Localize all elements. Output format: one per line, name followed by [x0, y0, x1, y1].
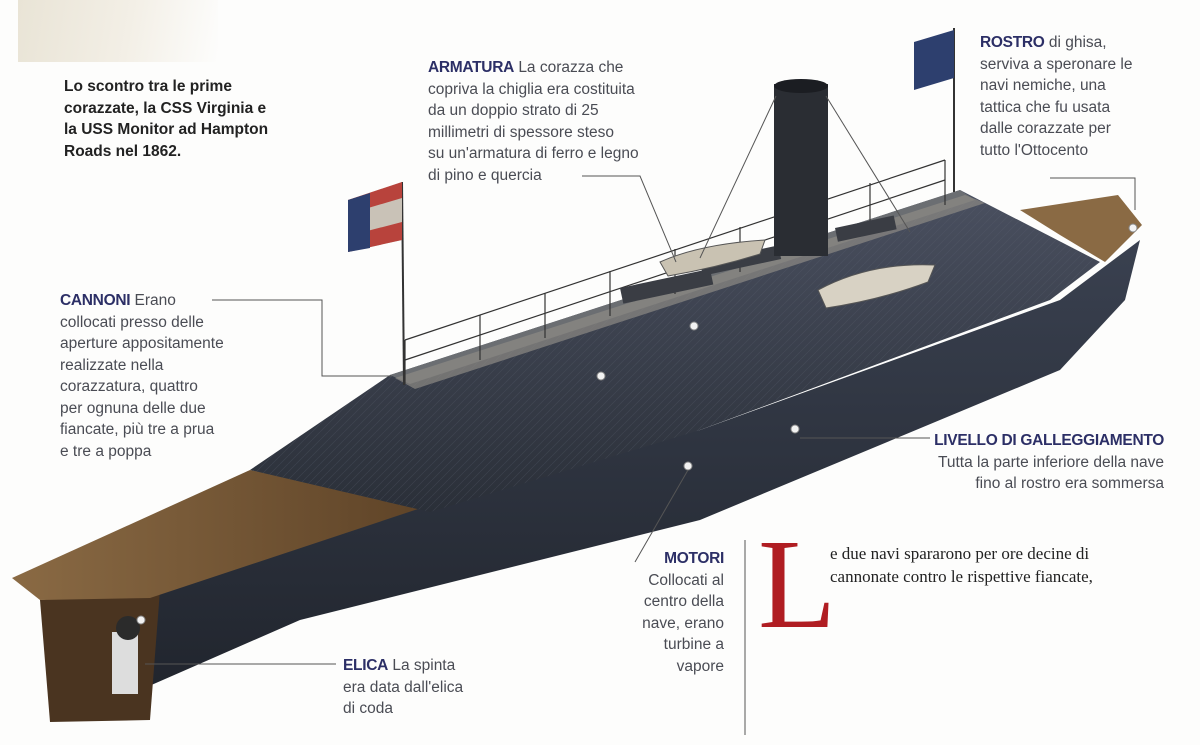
callout-dot	[596, 371, 606, 381]
callout-line: di coda	[343, 700, 393, 717]
callout-line: centro della	[643, 593, 724, 610]
intro-line: corazzate, la CSS Virginia e	[64, 99, 267, 117]
callout-line: fino al rostro era sommersa	[975, 475, 1164, 492]
intro-line: Roads nel 1862.	[64, 142, 182, 160]
callout-line: Tutta la parte inferiore della nave	[937, 453, 1164, 471]
callout-dot	[1128, 223, 1138, 233]
hull-side	[55, 240, 1140, 720]
callout-armatura: ARMATURA La corazza che copriva la chigl…	[428, 57, 728, 186]
callout-line: per ognuna delle due	[60, 399, 206, 417]
callout-line: fiancate, più tre a prua	[60, 421, 215, 438]
stern-deck	[12, 470, 430, 600]
callout-line: aperture appositamente	[60, 335, 224, 352]
callout-heading: ARMATURA	[428, 59, 514, 76]
callout-cannoni: CANNONI Erano collocati presso delle ape…	[60, 290, 290, 462]
callout-line: era data dall'elica	[343, 678, 464, 696]
article-body: e due navi spararono per ore decine di c…	[830, 542, 1170, 588]
callout-line: corazzatura, quattro	[60, 378, 198, 395]
callout-heading: ROSTRO	[980, 34, 1045, 51]
lifeboat	[817, 264, 936, 309]
callout-line: vapore	[676, 657, 724, 675]
corner-photo-fragment	[18, 0, 218, 62]
callout-heading: MOTORI	[664, 550, 724, 567]
callout-line: navi nemiche, una	[980, 77, 1106, 94]
article-line: e due navi spararono per ore decine di	[830, 544, 1090, 563]
callout-line: di ghisa,	[1048, 34, 1107, 51]
callout-dot	[790, 424, 800, 434]
stern-flagpole	[401, 181, 405, 386]
callout-rostro: ROSTRO di ghisa, serviva a speronare le …	[980, 32, 1190, 161]
callout-livello: LIVELLO DI GALLEGGIAMENTO Tutta la parte…	[862, 430, 1164, 495]
callout-dot	[689, 321, 699, 331]
hatch	[835, 215, 897, 242]
callout-line: collocati presso delle	[60, 313, 204, 331]
callout-line: realizzate nella	[60, 356, 164, 374]
stern-wood	[40, 590, 160, 722]
callout-line: turbine a	[663, 636, 724, 653]
leader-lines	[145, 175, 1136, 735]
intro-caption: Lo scontro tra le prime corazzate, la CS…	[64, 76, 294, 162]
smokestack	[774, 84, 828, 256]
callout-heading: CANNONI	[60, 292, 131, 309]
callout-line: La corazza che	[518, 59, 624, 76]
article-line: cannonate contro le rispettive fiancate,	[830, 567, 1093, 586]
callout-line: tattica che fu usata	[980, 98, 1111, 116]
callout-motori: MOTORI Collocati al centro della nave, e…	[606, 548, 724, 677]
callout-line: copriva la chiglia era costituita	[428, 80, 635, 98]
callout-line: Erano	[134, 292, 176, 309]
callout-heading: ELICA	[343, 657, 389, 674]
lifeboat	[659, 239, 766, 277]
hatch	[620, 268, 714, 304]
callout-line: Collocati al	[648, 571, 724, 589]
article-dropcap: L	[758, 513, 837, 655]
callout-line: millimetri di spessore steso	[428, 123, 615, 141]
rigging	[699, 95, 911, 259]
callout-line: da un doppio strato di 25	[428, 102, 599, 119]
callout-line: serviva a speronare le	[980, 55, 1133, 73]
callout-dot	[683, 461, 693, 471]
callout-line: nave, erano	[642, 614, 724, 632]
propeller-slot	[112, 632, 138, 694]
callout-dot	[136, 615, 146, 625]
callout-heading: LIVELLO DI GALLEGGIAMENTO	[934, 432, 1164, 449]
callout-line: di pino e quercia	[428, 166, 542, 184]
intro-line: Lo scontro tra le prime	[64, 78, 232, 95]
callout-line: e tre a poppa	[60, 442, 152, 460]
callout-line: tutto l'Ottocento	[980, 141, 1089, 159]
bow-flag	[914, 30, 954, 90]
confederate-flag	[348, 182, 402, 252]
callout-line: dalle corazzate per	[980, 120, 1111, 137]
bow-deck	[1020, 195, 1142, 262]
intro-line: la USS Monitor ad Hampton	[64, 121, 269, 138]
callout-line: La spinta	[392, 657, 456, 674]
callout-line: su un'armatura di ferro e legno	[428, 145, 639, 162]
callout-elica: ELICA La spinta era data dall'elica di c…	[343, 655, 543, 720]
